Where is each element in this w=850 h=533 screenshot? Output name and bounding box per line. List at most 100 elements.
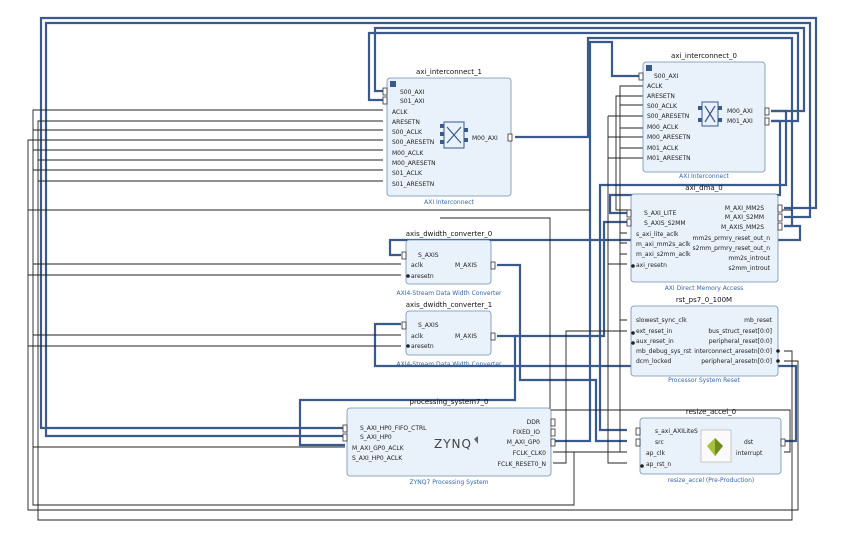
block-subtitle: resize_accel (Pre-Production) [668,477,755,484]
bus-net-top-2[interactable] [44,21,812,438]
bus-port[interactable] [401,251,407,260]
block-axi-interconnect-1[interactable]: axi_interconnect_1 S00_AXI S01_AXI ACLK … [386,68,512,206]
port-label: mm2s_introut [728,255,770,262]
block-axis-dwidth-converter-0[interactable]: axis_dwidth_converter_0 S_AXIS aclk ares… [396,230,502,297]
port-label: mb_debug_sys_rst [636,348,692,355]
port-label: dcm_locked [636,358,672,365]
reset-port[interactable] [631,264,635,268]
bus-port[interactable] [777,222,783,231]
port-label: M00_ARESETN [647,134,691,141]
block-processing-system7[interactable]: processing_system7_0 S_AXI_HP0_FIFO_CTRL… [346,398,552,486]
port-label: FCLK_RESET0_N [498,461,546,468]
bus-port[interactable] [382,96,388,105]
block-subtitle: ZYNQ7 Processing System [409,479,488,486]
bus-port[interactable] [764,107,770,116]
reset-port[interactable] [631,341,635,345]
block-title: axis_dwidth_converter_0 [406,230,493,238]
block-subtitle: AXI Direct Memory Access [665,285,744,292]
port-label: mm2s_prmry_reset_out_n [693,235,771,242]
expand-icon[interactable] [390,81,396,87]
bus-port[interactable] [382,87,388,96]
bus-port[interactable] [550,428,556,437]
port-label: ap_rst_n [646,461,671,468]
bus-port[interactable] [638,72,644,81]
port-label: ext_reset_in [636,328,672,335]
bus-port[interactable] [507,133,513,142]
bus-net-ic0-lite[interactable] [598,109,788,432]
reset-port[interactable] [640,464,644,468]
bus-port[interactable] [626,218,632,227]
reset-port[interactable] [406,344,410,348]
block-title: axi_interconnect_1 [416,68,482,76]
bus-port[interactable] [635,427,641,436]
port-label: M00_AXI [472,135,498,142]
port-label: S00_ARESETN [392,139,434,146]
bus-port[interactable] [780,438,786,447]
block-body [630,305,779,377]
port-label: M_AXIS [455,333,477,340]
port-label: bus_struct_reset[0:0] [708,328,772,335]
bus-net-top-4[interactable] [367,31,800,123]
expand-icon[interactable] [646,65,652,71]
port-label: DDR [527,419,540,426]
port-label: aresetn [411,343,434,350]
bus-port[interactable] [550,418,556,427]
intr-net[interactable] [440,217,791,453]
ic-aresetn-net[interactable] [37,95,793,521]
bus-net-s2mm[interactable] [515,220,627,338]
reset-port[interactable] [631,331,635,335]
bus-port[interactable] [777,204,783,213]
port-label: peripheral_aresetn[0:0] [701,358,772,365]
bus-port[interactable] [626,209,632,218]
bus-port[interactable] [635,438,641,447]
bus-port[interactable] [777,213,783,222]
zynq-logo-icon [474,436,478,444]
block-subtitle: AXI4-Stream Data Width Converter [396,361,502,368]
bus-net-dst[interactable] [373,322,798,443]
port-label: M01_ARESETN [647,155,691,162]
reset-port[interactable] [776,359,780,363]
block-rst-ps7[interactable]: rst_ps7_0_100M slowest_sync_clk ext_rese… [630,296,779,384]
bus-net-dw1[interactable] [298,334,517,447]
bus-port[interactable] [342,433,348,442]
bus-net-mm2s[interactable] [388,224,802,257]
block-axi-dma-0[interactable]: axi_dma_0 S_AXI_LITE S_AXIS_S2MM s_axi_l… [630,184,779,292]
peri-aresetn-net[interactable] [27,115,799,511]
interconnect-icon [698,101,722,127]
reset-port[interactable] [406,274,410,278]
reset-port[interactable] [776,349,780,353]
reset-net[interactable] [553,330,627,464]
port-markers [342,72,786,468]
port-label: S00_AXI [400,89,425,96]
port-label: S00_ACLK [392,129,423,136]
port-label: S_AXIS_S2MM [644,220,686,227]
zynq-logo: ZYNQ [434,437,472,451]
port-label: S_AXI_HP0 [360,434,392,441]
block-axis-dwidth-converter-1[interactable]: axis_dwidth_converter_1 S_AXIS aclk ares… [396,301,502,368]
port-label: m_axi_mm2s_aclk [636,241,691,248]
port-label: M01_AXI [727,118,753,125]
bus-port[interactable] [764,117,770,126]
bus-nets [39,16,818,447]
port-label: S_AXI_LITE [644,210,677,217]
port-label: aux_reset_in [636,338,674,345]
bus-port[interactable] [550,438,556,447]
bus-net-gp0[interactable] [553,40,643,443]
port-label: S00_ACLK [647,103,678,110]
clk-net[interactable] [32,85,643,506]
bus-port[interactable] [401,321,407,330]
signal-nets [27,85,799,521]
block-axi-interconnect-0[interactable]: axi_interconnect_0 S00_AXI ACLK ARESETN … [642,52,766,180]
bus-port[interactable] [490,261,496,270]
port-label: S01_ARESETN [392,181,434,188]
bus-port[interactable] [342,424,348,433]
port-label: src [655,439,664,446]
port-label: s2mm_prmry_reset_out_n [693,245,771,252]
port-label: S01_AXI [400,98,425,105]
port-label: M_AXI_S2MM [725,214,764,221]
block-resize-accel[interactable]: resize_accel_0 s_axi_AXILiteS src ap_clk… [639,408,782,484]
bus-port[interactable] [490,332,496,341]
block-title: axi_interconnect_0 [671,52,737,60]
port-label: M00_ACLK [647,124,679,131]
bus-net-dw0[interactable] [497,263,627,443]
